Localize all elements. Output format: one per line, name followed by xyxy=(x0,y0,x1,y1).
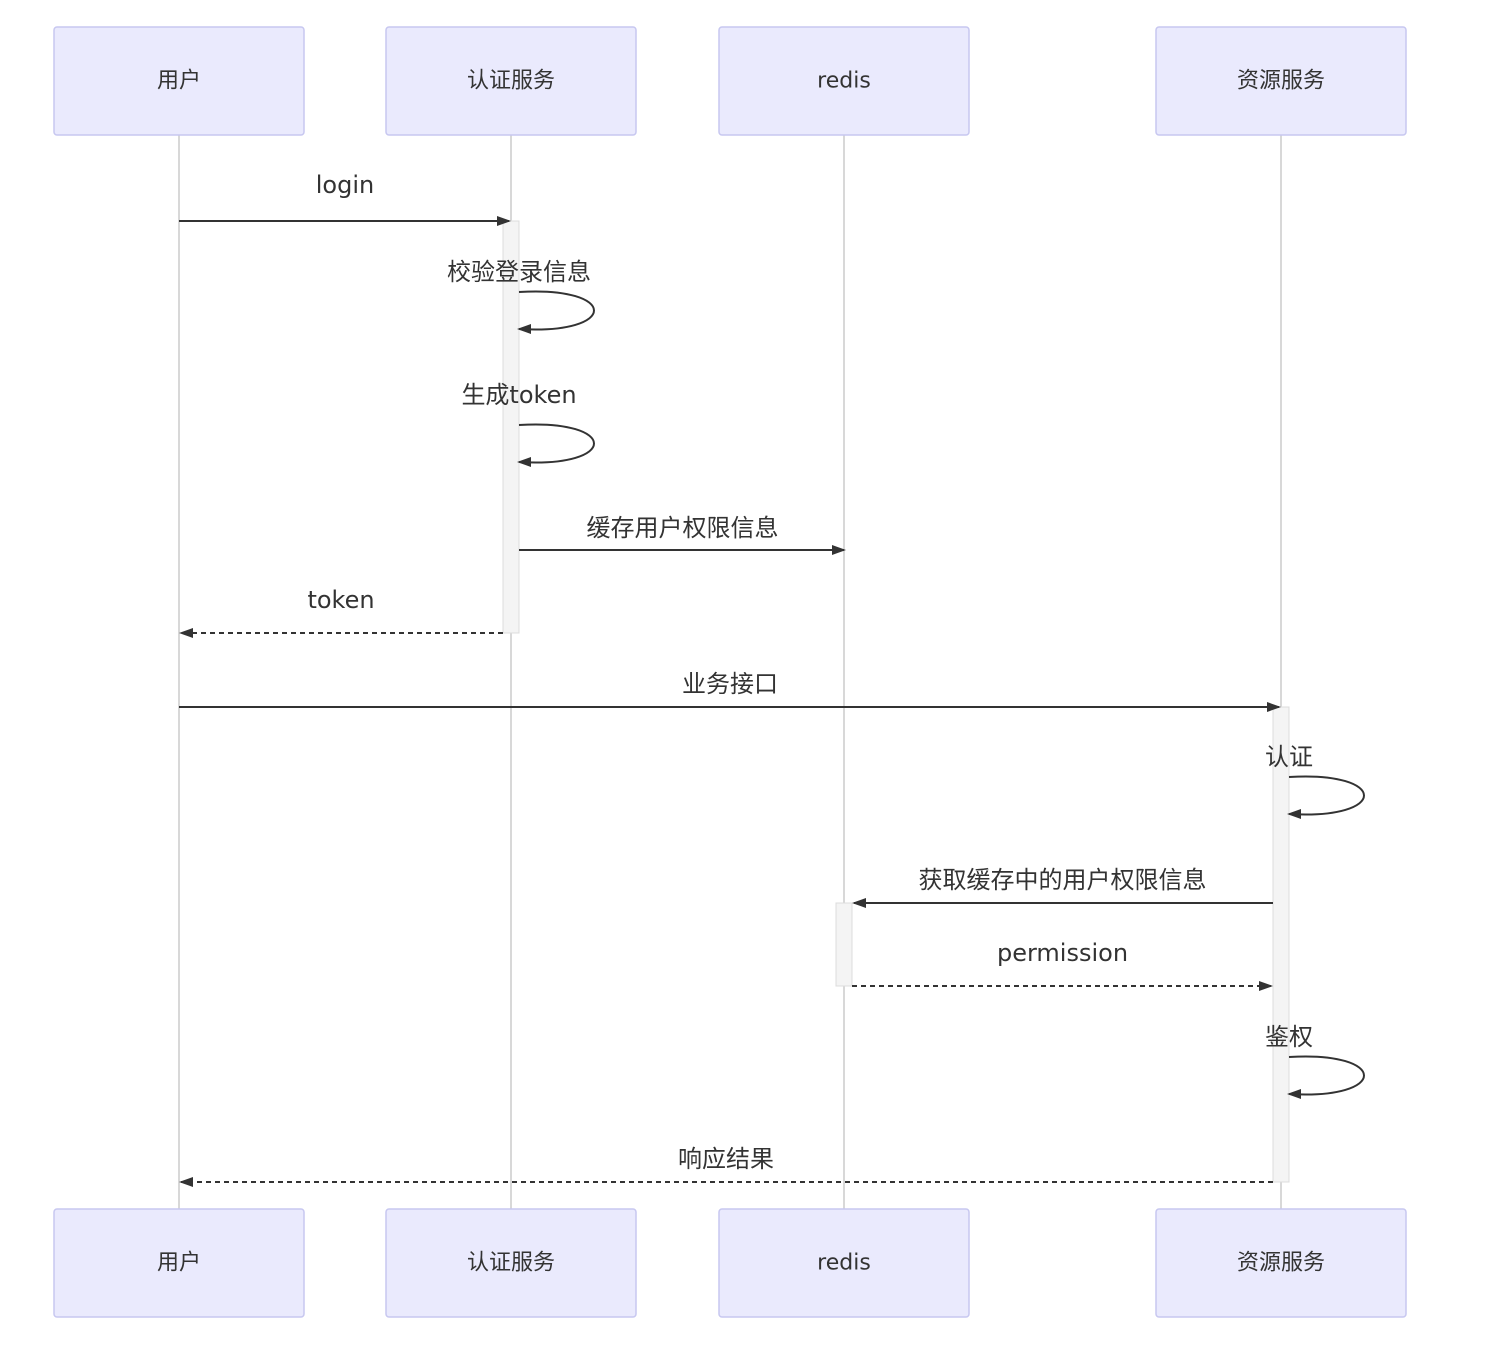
message-1: 校验登录信息 xyxy=(447,258,595,334)
actor-top-redis[interactable]: redis xyxy=(718,26,970,136)
actor-top-user[interactable]: 用户 xyxy=(53,26,305,136)
message-label: 生成token xyxy=(461,381,576,409)
message-label: permission xyxy=(997,939,1128,967)
arrowhead-icon xyxy=(517,457,531,467)
actor-label: redis xyxy=(817,69,871,94)
activation-redis xyxy=(835,902,853,987)
activation-resource xyxy=(1272,706,1290,1183)
arrowhead-icon xyxy=(1287,809,1301,819)
actor-box xyxy=(718,26,970,136)
self-message-loop xyxy=(1288,1055,1365,1096)
arrowhead-icon xyxy=(1259,981,1273,991)
message-label: 业务接口 xyxy=(682,670,778,698)
self-message-loop xyxy=(518,290,595,331)
actor-box xyxy=(1155,1208,1407,1318)
actor-bottom-auth[interactable]: 认证服务 xyxy=(385,1208,637,1318)
actor-box xyxy=(718,1208,970,1318)
message-9: 鉴权 xyxy=(1265,1023,1365,1099)
actor-bottom-redis[interactable]: redis xyxy=(718,1208,970,1318)
message-label: 校验登录信息 xyxy=(447,258,591,286)
arrowhead-icon xyxy=(179,1177,193,1187)
self-message-loop xyxy=(1288,775,1365,816)
message-3: 缓存用户权限信息 xyxy=(519,514,846,555)
message-10: 响应结果 xyxy=(179,1145,1273,1187)
actor-box xyxy=(385,26,637,136)
actor-box xyxy=(1155,26,1407,136)
message-label: 认证 xyxy=(1265,743,1313,771)
actor-label: 认证服务 xyxy=(467,69,555,94)
message-5: 业务接口 xyxy=(179,670,1281,712)
actor-label: 资源服务 xyxy=(1237,1251,1325,1276)
message-label: 缓存用户权限信息 xyxy=(587,514,779,542)
actor-label: 资源服务 xyxy=(1237,69,1325,94)
actor-label: 用户 xyxy=(157,69,201,94)
actor-box xyxy=(53,1208,305,1318)
actor-label: 用户 xyxy=(157,1251,201,1276)
message-2: 生成token xyxy=(461,381,595,467)
actor-bottom-resource[interactable]: 资源服务 xyxy=(1155,1208,1407,1318)
actor-top-auth[interactable]: 认证服务 xyxy=(385,26,637,136)
arrowhead-icon xyxy=(852,898,866,908)
message-label: 响应结果 xyxy=(678,1145,774,1173)
message-0: login xyxy=(179,171,511,226)
message-7: 获取缓存中的用户权限信息 xyxy=(852,866,1273,908)
actor-top-resource[interactable]: 资源服务 xyxy=(1155,26,1407,136)
message-label: 鉴权 xyxy=(1265,1023,1313,1051)
actor-box xyxy=(385,1208,637,1318)
message-6: 认证 xyxy=(1265,743,1365,819)
arrowhead-icon xyxy=(497,216,511,226)
message-label: token xyxy=(307,586,374,614)
message-label: 获取缓存中的用户权限信息 xyxy=(919,866,1207,894)
arrowhead-icon xyxy=(1287,1089,1301,1099)
arrowhead-icon xyxy=(179,628,193,638)
actor-label: redis xyxy=(817,1251,871,1276)
message-4: token xyxy=(179,586,503,638)
arrowhead-icon xyxy=(1267,702,1281,712)
arrowhead-icon xyxy=(832,545,846,555)
message-8: permission xyxy=(852,939,1273,991)
self-message-loop xyxy=(518,423,595,464)
actor-box xyxy=(53,26,305,136)
actor-bottom-user[interactable]: 用户 xyxy=(53,1208,305,1318)
arrowhead-icon xyxy=(517,324,531,334)
actor-label: 认证服务 xyxy=(467,1251,555,1276)
message-label: login xyxy=(316,171,374,199)
